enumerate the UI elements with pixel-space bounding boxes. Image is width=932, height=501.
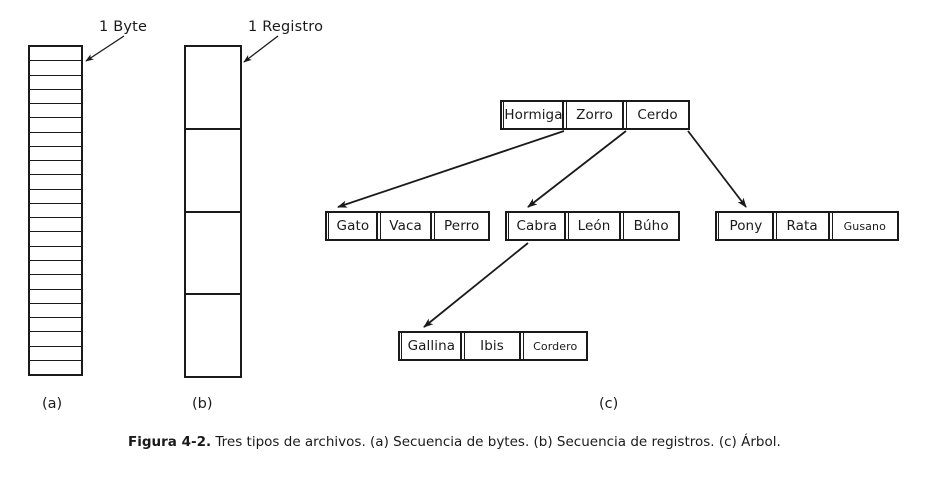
byte-cell [30,361,81,374]
byte-cell [30,261,81,276]
tree-node-cell-label: León [577,218,611,234]
tree-node-cell: Zorro [564,102,625,128]
byte-cell [30,218,81,233]
tree-node-middle: Cabra León Búho [505,211,680,241]
tree-node-cell: Gato [327,213,378,239]
tree-node-right: Pony Rata Gusano [715,211,899,241]
tree-node-cell: Cabra [507,213,566,239]
byte-cell [30,147,81,162]
edge-middle-to-bottom [423,242,529,328]
tree-node-cell-label: Gusano [843,219,886,233]
tree-node-cell-label: Zorro [576,107,613,123]
byte-cell [30,204,81,219]
tree-node-cell-label: Hormiga [504,107,563,123]
tree-node-cell: Ibis [462,333,522,359]
byte-sequence-column [28,45,83,376]
byte-cell [30,133,81,147]
callout-arrow-byte [85,35,125,62]
byte-cell [30,232,81,247]
tree-node-cell: Cordero [521,333,586,359]
byte-cell [30,318,81,333]
figure-caption-label: Figura 4-2. [128,434,212,450]
tree-node-cell-label: Pony [729,218,763,234]
byte-cell [30,175,81,190]
tree-node-cell: Cerdo [624,102,688,128]
byte-cell [30,347,81,361]
tree-node-cell-label: Perro [444,218,480,234]
tree-node-cell-label: Gallina [407,338,456,354]
record-cell [186,213,240,296]
one-byte-callout-label: 1 Byte [99,19,148,35]
byte-cell [30,118,81,133]
tree-node-cell: Pony [717,213,774,239]
tree-node-cell-label: Vaca [389,218,422,234]
tree-node-cell-label: Gato [336,218,370,234]
tree-node-root: Hormiga Zorro Cerdo [500,100,690,130]
record-cell [186,295,240,376]
one-record-callout-label: 1 Registro [248,19,324,35]
tree-node-cell: Búho [621,213,678,239]
tree-node-cell-label: Rata [786,218,818,234]
part-label-c: (c) [599,396,619,412]
figure-caption-text: Tres tipos de archivos. (a) Secuencia de… [211,434,781,450]
byte-cell [30,275,81,290]
tree-node-cell: Perro [432,213,488,239]
byte-cell [30,190,81,204]
tree-node-cell: Gusano [830,213,897,239]
tree-node-bottom: Gallina Ibis Cordero [398,331,588,361]
tree-node-cell-label: Cordero [533,339,578,353]
byte-cell [30,332,81,347]
tree-node-left: Gato Vaca Perro [325,211,490,241]
part-label-b: (b) [192,396,213,412]
figure-caption: Figura 4-2. Tres tipos de archivos. (a) … [128,433,828,452]
byte-cell [30,304,81,319]
part-label-a: (a) [42,396,63,412]
byte-cell [30,61,81,76]
edge-root-to-right [687,130,747,208]
record-cell [186,130,240,213]
tree-node-cell-label: Ibis [480,338,504,354]
edge-root-to-middle [527,130,627,208]
edge-root-to-left [337,130,565,208]
tree-node-cell: Rata [774,213,830,239]
record-sequence-column [184,45,242,378]
tree-node-cell-label: Cerdo [637,107,678,123]
tree-node-cell-label: Búho [633,218,669,234]
byte-cell [30,76,81,90]
tree-node-cell: Gallina [400,333,462,359]
byte-cell [30,161,81,176]
byte-cell [30,290,81,304]
record-cell [186,47,240,130]
byte-cell [30,47,81,62]
tree-node-cell: Vaca [378,213,433,239]
callout-arrow-registro [243,35,279,63]
byte-cell [30,90,81,105]
byte-cell [30,247,81,261]
tree-node-cell-label: Cabra [516,218,558,234]
tree-node-cell: Hormiga [502,102,564,128]
byte-cell [30,104,81,119]
tree-node-cell: León [566,213,622,239]
